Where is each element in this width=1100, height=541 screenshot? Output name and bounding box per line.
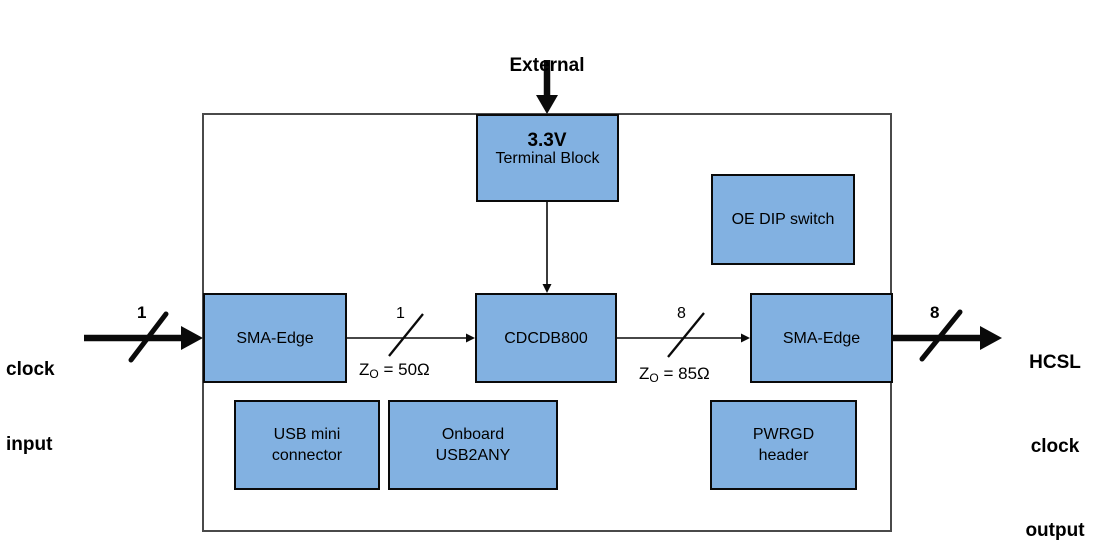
block-cdcdb800-label: CDCDB800 [504,329,588,347]
label-clock-input-line2: input [6,434,53,455]
impedance-sub: O [649,371,659,385]
block-sma-edge-input-label: SMA-Edge [236,329,314,347]
block-sma-edge-output: SMA-Edge [750,293,893,383]
bus-width-clock-output: 8 [930,303,940,322]
block-onboard-usb2any: Onboard USB2ANY [388,400,558,490]
label-clock-input: clock input [6,307,55,507]
block-cdcdb800: CDCDB800 [475,293,617,383]
label-impedance-85ohm: ZO = 85Ω [639,364,710,385]
block-usb2any-line2: USB2ANY [435,447,511,464]
impedance-sub: O [369,367,379,381]
impedance-value: = 85Ω [658,364,710,383]
block-terminal-block-label: Terminal Block [495,149,600,167]
arrow-terminal-to-cdcdb800 [542,202,552,293]
block-pwrgd-line2: header [758,447,809,464]
arrow-clock-input [84,311,203,363]
arrow-sma-to-cdcdb800 [347,313,475,357]
bus-slash-input-trace [388,313,424,357]
arrowhead-right-icon [741,333,750,343]
arrowhead-right-icon [980,326,1002,350]
block-usb-mini-line1: USB mini [273,426,341,443]
block-usb2any-line1: Onboard [441,426,505,443]
bus-width-clock-input: 1 [137,303,147,322]
label-external-supply: External 3.3V [480,3,614,203]
label-hcsl-clock-output: HCSL clock output [1010,293,1100,541]
bus-slash-output-trace [667,312,705,358]
label-external-line2: 3.3V [527,130,567,151]
arrow-external-supply [536,60,558,114]
block-oe-dip-switch-label: OE DIP switch [731,211,835,228]
block-terminal-block: Terminal Block [476,114,619,202]
block-usb-mini-connector: USB mini connector [234,400,380,490]
label-clock-input-line1: clock [6,359,55,380]
block-sma-edge-output-label: SMA-Edge [782,329,861,347]
bus-width-output-trace: 8 [677,305,686,322]
arrowhead-down-icon [536,95,558,114]
block-usb-mini-line2: connector [271,447,343,464]
block-sma-edge-input: SMA-Edge [203,293,347,383]
label-hcsl-line3: output [1025,520,1085,541]
bus-width-input-trace: 1 [396,305,405,322]
bus-slash-clock-output [919,309,963,362]
arrow-cdcdb800-to-sma [617,312,750,358]
impedance-z: Z [639,364,650,383]
block-pwrgd-header: PWRGD header [710,400,857,490]
impedance-value: = 50Ω [378,360,430,379]
label-hcsl-line2: clock [1030,436,1080,457]
impedance-z: Z [359,360,370,379]
label-impedance-50ohm: ZO = 50Ω [359,360,430,381]
block-oe-dip-switch: OE DIP switch [711,174,855,265]
label-hcsl-line1: HCSL [1029,352,1081,373]
arrow-clock-output [893,309,1002,362]
arrowhead-down-icon [542,284,552,293]
arrowhead-right-icon [466,333,475,343]
bus-slash-clock-input [128,311,169,363]
arrowhead-right-icon [181,326,203,350]
label-external-line1: External [509,55,585,76]
block-pwrgd-line1: PWRGD [752,426,815,443]
